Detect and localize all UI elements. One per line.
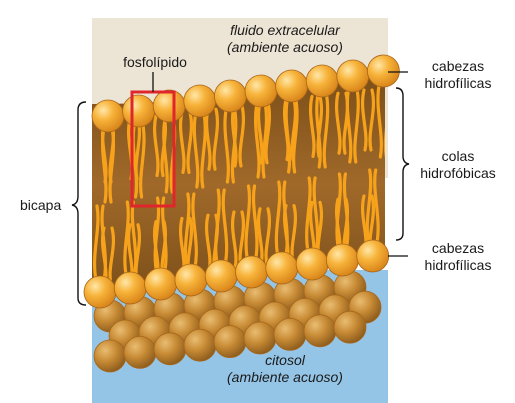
phospholipid-label: fosfolípido (123, 54, 187, 70)
upper-leaflet-tail (100, 126, 116, 204)
upper-leaflet-tail (315, 91, 330, 169)
tails-label-line1: colas (441, 148, 475, 164)
back-tail-top (179, 110, 193, 174)
hydrophilic-head (91, 99, 125, 133)
hydrophilic-head (183, 84, 217, 118)
lower-leaflet-tail (365, 168, 380, 246)
cytosol-label: citosol (ambiente acuoso) (200, 352, 370, 386)
shadowed-head (333, 310, 367, 344)
hydrophilic-head (325, 243, 359, 277)
tails-bracket (395, 87, 410, 241)
hydrophilic-head (113, 271, 147, 305)
upper-leaflet-tail (223, 106, 238, 184)
lower-leaflet-tail (123, 200, 138, 278)
lower-leaflet-tail (305, 176, 320, 254)
upper-leaflet-tail (345, 86, 360, 164)
lower-leaflet-tail (92, 204, 108, 282)
heads-top-label: cabezas hidrofílicas (408, 58, 508, 92)
lower-leaflet-tail (153, 196, 168, 274)
tails-label: colas hidrofóbicas (408, 148, 508, 182)
hydrophilic-head (204, 259, 238, 293)
lower-leaflet-tail (214, 188, 229, 266)
lower-leaflet-tail (335, 172, 350, 250)
back-tail-top (361, 88, 375, 152)
cytosol-label-line2: (ambiente acuoso) (227, 369, 343, 385)
hydrophilic-head (265, 251, 299, 285)
hydrophilic-head (275, 69, 309, 103)
back-tail-top (257, 101, 271, 165)
upper-leaflet-tail (284, 96, 299, 174)
lower-leaflet-tail (183, 192, 198, 270)
heads-bottom-label-line1: cabezas (431, 240, 485, 256)
shadowed-head (243, 321, 277, 355)
upper-leaflet-tail (253, 101, 269, 179)
heads-top-label-line1: cabezas (431, 58, 485, 74)
hydrophilic-head (235, 255, 268, 289)
shadowed-head (123, 335, 157, 369)
upper-leaflet-tail (192, 111, 207, 189)
cytosol-label-line1: citosol (265, 352, 305, 368)
heads-top-label-line2: hidrofílicas (424, 75, 492, 91)
hydrophilic-head (366, 54, 400, 88)
tails-label-line2: hidrofóbicas (420, 165, 496, 181)
bilayer-bracket (71, 101, 87, 306)
hydrophilic-head (213, 79, 247, 113)
shadowed-head (273, 317, 307, 351)
upper-leaflet-tail (131, 121, 146, 199)
lower-leaflet-tail (274, 180, 289, 258)
extracellular-label: fluido extracelular (ambiente acuoso) (200, 22, 370, 56)
shadowed-head (93, 339, 127, 373)
shadowed-head (303, 314, 337, 348)
bilayer-label: bicapa (20, 197, 62, 213)
hydrophilic-head (144, 267, 178, 301)
heads-bottom-label: cabezas hidrofílicas (408, 240, 508, 274)
hydrophilic-head (174, 263, 208, 297)
hydrophilic-head (83, 275, 117, 309)
extracellular-label-line1: fluido extracelular (230, 22, 340, 38)
hydrophilic-head (122, 94, 156, 128)
bottom-hydrophilic-heads (83, 239, 390, 309)
upper-leaflet-tail (376, 81, 385, 159)
hydrophilic-head (356, 239, 390, 273)
lower-leaflet-tail (244, 184, 259, 262)
hydrophilic-head (336, 59, 370, 93)
shadowed-head (153, 332, 187, 366)
heads-bottom-label-line2: hidrofílicas (424, 257, 492, 273)
lower-side-heads (93, 270, 382, 373)
extracellular-label-line2: (ambiente acuoso) (227, 39, 343, 55)
hydrophilic-head (244, 74, 278, 108)
hydrophilic-head (152, 89, 186, 123)
hydrophilic-head (305, 64, 339, 98)
hydrophilic-head (295, 247, 329, 281)
